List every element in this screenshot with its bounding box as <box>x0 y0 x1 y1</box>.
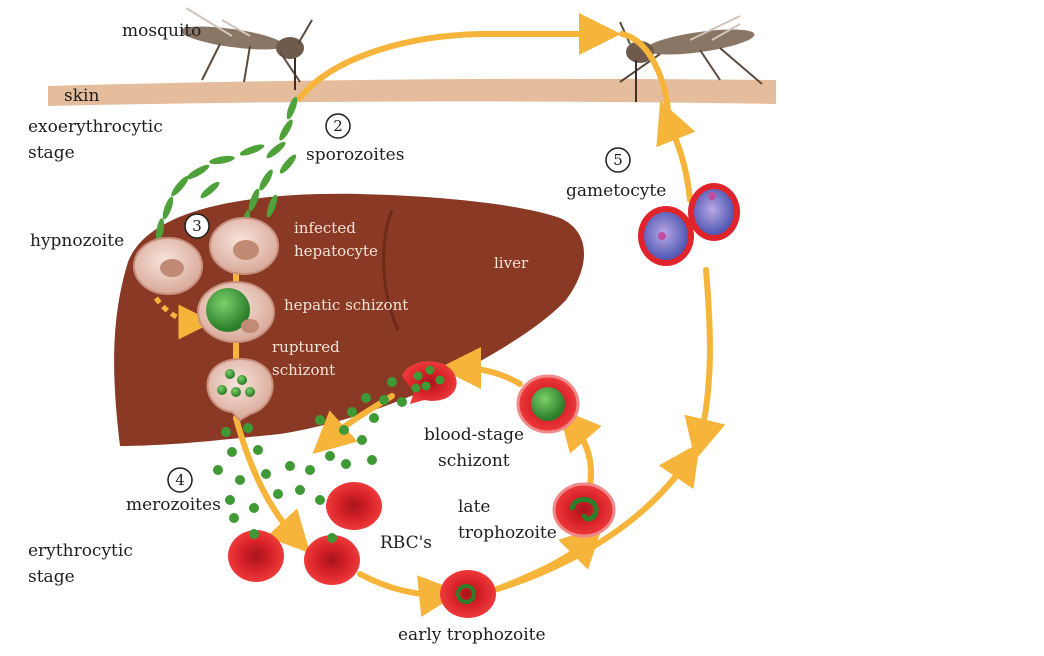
label-merozoites: merozoites <box>126 495 221 515</box>
label-hepatic-schizont: hepatic schizont <box>284 296 408 314</box>
skin-band <box>48 78 776 106</box>
gametocyte-cells <box>638 183 740 266</box>
ruptured-schizont <box>206 358 274 422</box>
label-blood-schizont: schizont <box>438 451 510 471</box>
early-trophozoite-cell <box>440 570 496 618</box>
label-ruptured-schizont: schizont <box>272 361 335 379</box>
label-mosquito: mosquito <box>122 21 201 41</box>
liver-lobe-crease <box>382 209 400 331</box>
svg-text:3: 3 <box>192 217 202 235</box>
late-trophozoite-cell <box>552 482 616 538</box>
label-sporozoites: sporozoites <box>306 145 404 165</box>
svg-text:2: 2 <box>333 117 343 135</box>
step-3-marker: 3 <box>184 213 210 239</box>
label-erythrocytic: erythrocytic <box>28 541 133 561</box>
hypnozoite-cell <box>133 237 203 295</box>
merozoites <box>213 377 407 523</box>
hepatic-schizont <box>197 281 275 343</box>
step-2-marker: 2 <box>325 113 351 139</box>
label-late-trophozoite: trophozoite <box>458 523 557 543</box>
label-exoerythrocytic: exoerythrocytic <box>28 117 163 137</box>
rbc-3 <box>326 482 382 530</box>
label-ruptured: ruptured <box>272 338 340 356</box>
step-4-marker: 4 <box>167 467 193 493</box>
label-early-trophozoite: early trophozoite <box>398 625 546 645</box>
label-gametocyte: gametocyte <box>566 181 666 201</box>
blood-stage-schizont-cell <box>516 374 580 434</box>
rbc-2 <box>304 533 360 585</box>
hypnozoite-dashed-arrow <box>153 296 214 340</box>
label-exo-stage: stage <box>28 143 75 163</box>
rbc-1 <box>228 529 284 582</box>
cycle-arrows <box>233 13 726 617</box>
label-ery-stage: stage <box>28 567 75 587</box>
mosquito-right <box>619 15 763 102</box>
label-blood-stage: blood-stage <box>424 425 524 445</box>
label-rbcs: RBC's <box>380 533 432 553</box>
label-late: late <box>458 497 490 517</box>
step-5-marker: 5 <box>605 147 631 173</box>
label-hepatocyte: hepatocyte <box>294 242 378 260</box>
label-liver: liver <box>494 254 529 272</box>
ruptured-rbc-schizont <box>402 361 457 404</box>
label-hypnozoite: hypnozoite <box>30 231 124 251</box>
infected-hepatocyte <box>209 217 279 275</box>
svg-text:5: 5 <box>613 151 623 169</box>
label-skin: skin <box>64 86 99 106</box>
label-infected: infected <box>294 219 356 237</box>
mosquito-left <box>180 7 313 90</box>
svg-text:4: 4 <box>175 471 185 489</box>
